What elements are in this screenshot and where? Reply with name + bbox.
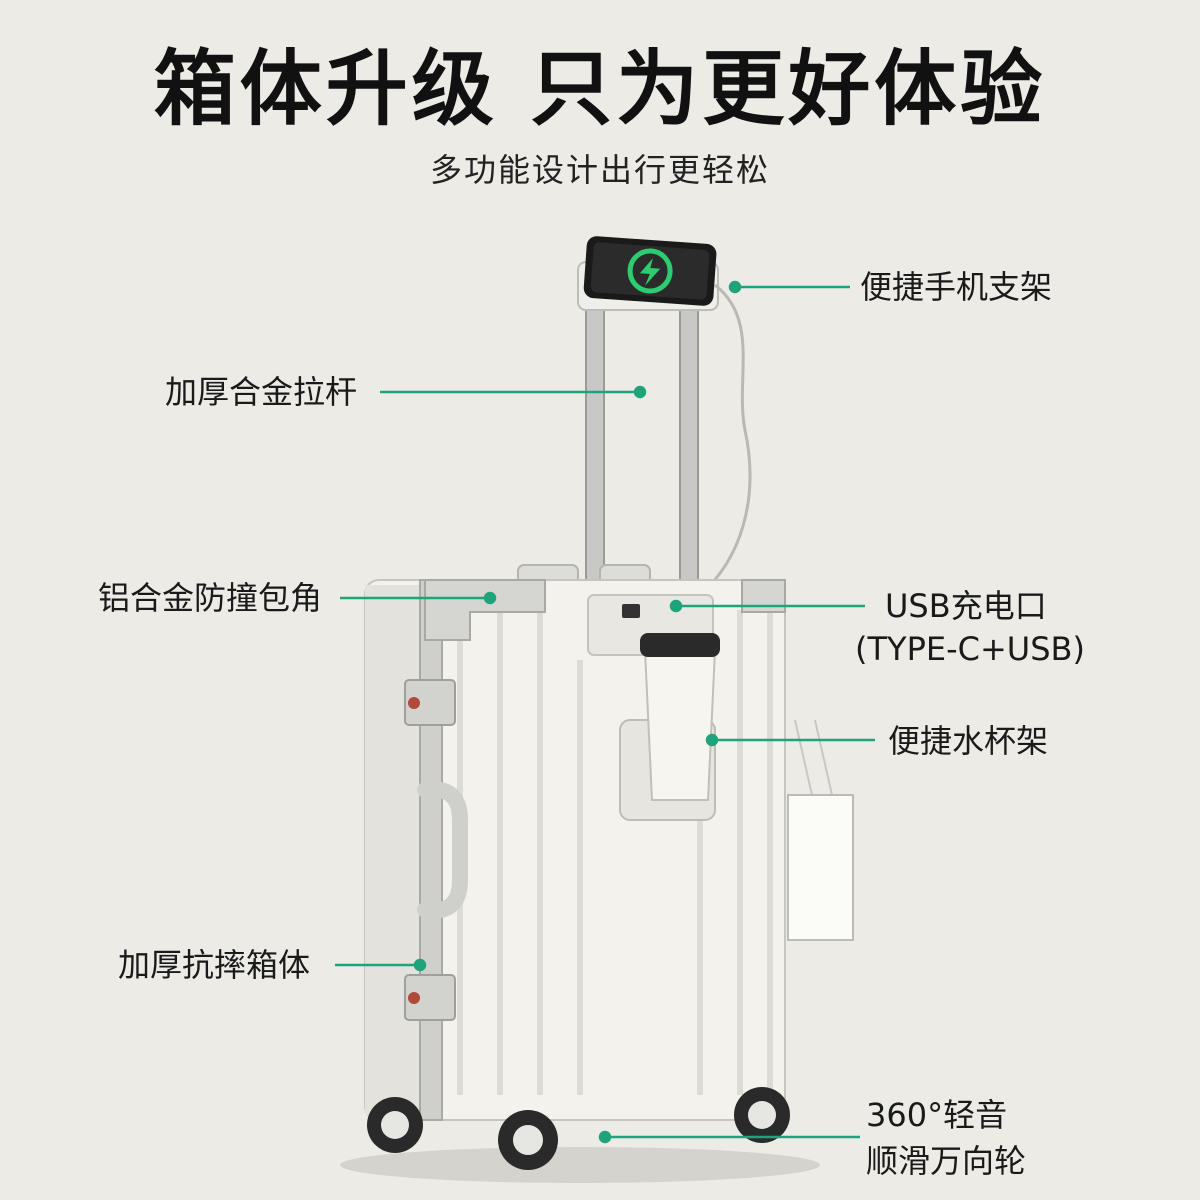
label-cup-holder: 便捷水杯架 — [888, 722, 1049, 760]
corner-guard-top — [424, 579, 546, 641]
label-wheels-2: 顺滑万向轮 — [866, 1142, 1027, 1180]
page-subtitle: 多功能设计出行更轻松 — [429, 151, 770, 189]
label-phone-holder: 便捷手机支架 — [860, 268, 1053, 306]
label-usb-port: USB充电口 — [885, 587, 1047, 625]
lock-bottom — [404, 974, 456, 1021]
wheels — [367, 1087, 790, 1170]
label-body: 加厚抗摔箱体 — [118, 946, 311, 984]
label-wheels-1: 360°轻音 — [866, 1096, 1008, 1134]
phone — [583, 236, 717, 306]
label-corner-guard: 铝合金防撞包角 — [98, 579, 323, 617]
shopping-bag — [787, 794, 854, 941]
lock-top — [404, 679, 456, 726]
label-trolley: 加厚合金拉杆 — [165, 373, 358, 411]
label-usb-type: (TYPE-C+USB) — [855, 630, 1085, 668]
aluminum-frame — [419, 579, 443, 1121]
side-handle — [417, 781, 468, 919]
page-title: 箱体升级 只为更好体验 — [153, 42, 1047, 137]
floor-shadow — [340, 1147, 820, 1183]
cup — [643, 649, 717, 801]
trolley-rod-right — [679, 299, 699, 621]
